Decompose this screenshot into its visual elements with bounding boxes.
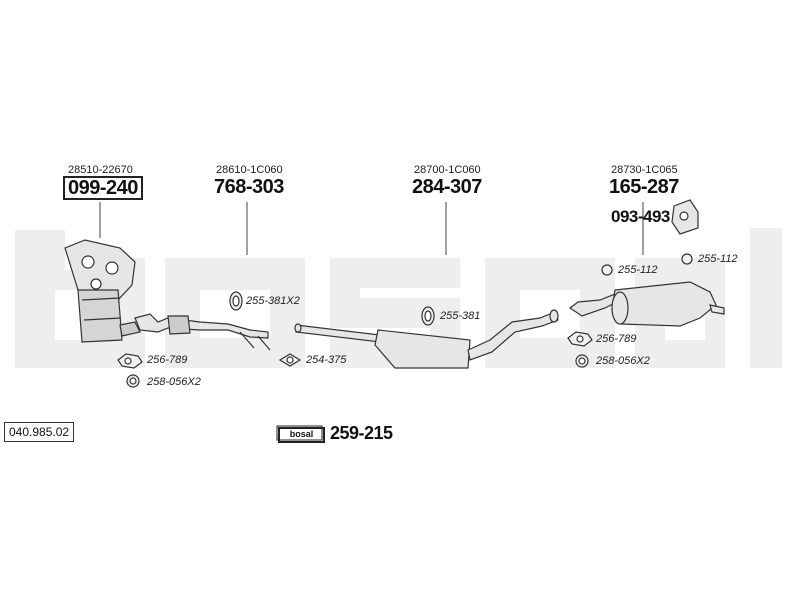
oe-number-1: 28510-22670 bbox=[68, 164, 133, 176]
hanger-255-112-left bbox=[601, 264, 613, 276]
part-number-093-493: 093-493 bbox=[611, 207, 670, 226]
part-number-768-303: 768-303 bbox=[214, 176, 284, 198]
fitting-label-255-112-right: 255-112 bbox=[698, 253, 738, 265]
part-number-165-287: 165-287 bbox=[609, 176, 679, 198]
part-number-099-240: 099-240 bbox=[63, 176, 143, 200]
bosal-logo-text: bosal bbox=[289, 429, 314, 439]
fittings bbox=[117, 253, 693, 388]
catalytic-converter bbox=[64, 239, 141, 343]
leader-lines bbox=[99, 202, 644, 255]
bracket-093-493 bbox=[671, 199, 699, 235]
part-number-284-307: 284-307 bbox=[412, 176, 482, 198]
fitting-label-255-381: 255-381 bbox=[440, 310, 481, 322]
oe-number-2: 28610-1C060 bbox=[216, 164, 283, 176]
hanger-255-112-right bbox=[681, 253, 693, 265]
diagram-reference-number: 040.985.02 bbox=[4, 422, 75, 442]
oe-number-3: 28700-1C060 bbox=[414, 164, 481, 176]
fitting-label-255-112-left: 255-112 bbox=[618, 264, 658, 276]
middle-silencer bbox=[294, 309, 559, 369]
fitting-label-256-789-right: 256-789 bbox=[596, 333, 637, 345]
oe-number-4: 28730-1C065 bbox=[611, 164, 678, 176]
fitting-label-256-789-left: 256-789 bbox=[147, 354, 188, 366]
fitting-label-258-056X2-right: 258-056X2 bbox=[596, 355, 650, 367]
bosal-logo-box bbox=[276, 425, 325, 443]
fitting-label-258-056X2-left: 258-056X2 bbox=[147, 376, 201, 388]
front-pipe bbox=[134, 313, 271, 351]
part-number-259-215: 259-215 bbox=[330, 423, 393, 443]
rear-silencer bbox=[568, 281, 725, 327]
fitting-label-255-381X2: 255-381X2 bbox=[246, 295, 300, 307]
fitting-label-254-375: 254-375 bbox=[306, 354, 347, 366]
